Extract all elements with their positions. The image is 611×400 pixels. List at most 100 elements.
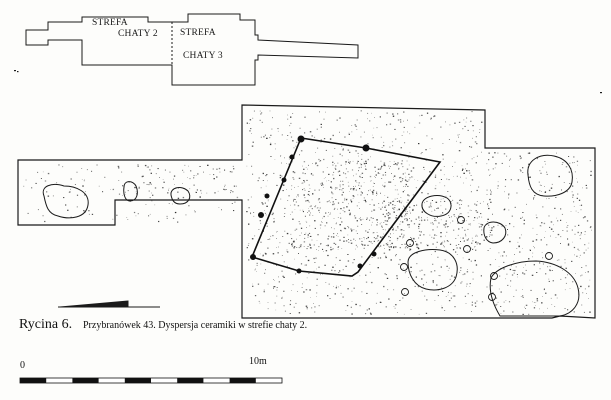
ceramic-dot [277,128,279,130]
figure-label: Rycina 6. [19,317,72,332]
ceramic-dot [328,235,330,237]
ceramic-dot [579,238,581,240]
ceramic-dot [333,171,335,173]
ceramic-dot [303,241,306,243]
ceramic-dot [323,118,325,120]
ceramic-dot [394,205,396,206]
ceramic-dot [372,137,374,139]
ceramic-dot [432,282,434,284]
ceramic-dot [517,276,518,278]
ceramic-dot [532,227,534,229]
ceramic-dot [337,236,339,237]
ceramic-dot [480,223,482,225]
ceramic-dot [398,263,400,265]
ceramic-dot [520,296,522,297]
ceramic-dot [536,217,538,219]
ceramic-dot [318,199,320,201]
ceramic-dot [566,226,568,228]
ceramic-dot [589,227,592,229]
ceramic-dot [471,179,474,181]
ceramic-dot [361,238,363,239]
ceramic-dot [322,217,323,219]
ceramic-dot [337,202,340,204]
ceramic-dot [248,123,250,124]
ceramic-dot [347,181,349,183]
ceramic-dot [376,191,378,193]
ceramic-dot [230,192,231,194]
ceramic-dot [359,176,361,178]
ceramic-dot [449,278,451,280]
ceramic-dot [448,215,450,216]
ceramic-dot [413,223,416,225]
ceramic-dot [443,224,446,226]
ceramic-dot [481,121,483,123]
ceramic-dot [125,193,126,195]
ceramic-dot [488,169,490,171]
ceramic-dot [372,186,374,187]
ceramic-dot [579,288,580,289]
ceramic-dot [399,259,401,261]
ceramic-dot [133,211,136,214]
ceramic-dot [298,247,300,249]
ceramic-dot [332,201,334,203]
ceramic-dot [353,195,355,198]
ceramic-dot [544,161,546,162]
ceramic-dot [460,204,462,205]
ceramic-dot [404,272,406,274]
ceramic-dot [303,180,305,182]
ceramic-dot [442,241,444,243]
ceramic-dot [81,168,83,169]
ceramic-dot [189,188,191,190]
ceramic-dot [533,198,534,200]
ceramic-dot [585,187,588,189]
ceramic-dot [225,189,227,190]
ceramic-dot [479,132,480,133]
ceramic-dot [85,191,86,192]
ceramic-dot [333,242,335,244]
ceramic-dot [310,247,312,249]
ceramic-dot [280,155,282,156]
ceramic-dot [397,162,399,164]
ceramic-dot [359,188,361,190]
ceramic-dot [219,171,221,173]
ceramic-dot [470,224,471,226]
ceramic-dot [272,235,274,237]
ceramic-dot [427,219,429,221]
ceramic-dot [359,208,360,209]
scale-bar-segment [20,378,47,383]
ceramic-dot [315,152,316,153]
ceramic-dot [146,166,148,168]
ceramic-dot [570,211,572,212]
ceramic-dot [355,125,357,127]
ceramic-dot [314,227,316,229]
ceramic-dot [372,192,374,194]
ceramic-dot [231,203,233,204]
ceramic-dot [442,198,444,200]
ceramic-dot [337,208,338,210]
ceramic-dot [470,223,471,224]
ceramic-dot [365,274,367,276]
ceramic-dot [447,270,449,271]
ceramic-dot [391,247,393,248]
ceramic-dot [260,113,262,115]
ceramic-dot [333,218,335,219]
ceramic-dot [423,219,426,221]
ceramic-dot [286,250,287,252]
ceramic-dot [459,207,461,209]
ceramic-dot [384,163,386,165]
ceramic-dot [127,219,129,220]
ceramic-dot [533,307,536,309]
ceramic-dot [401,200,403,202]
ceramic-dot [271,213,274,216]
house-posthole [264,193,270,199]
ceramic-dot [149,197,151,199]
ceramic-dot [426,299,428,301]
ceramic-dot [258,229,260,230]
ceramic-dot [376,193,377,194]
ceramic-dot [487,203,489,204]
ceramic-dot [330,246,332,249]
posthole [488,293,496,301]
pit-west-small [123,181,138,202]
pit-west-round [170,187,191,205]
ceramic-dot [350,200,353,202]
